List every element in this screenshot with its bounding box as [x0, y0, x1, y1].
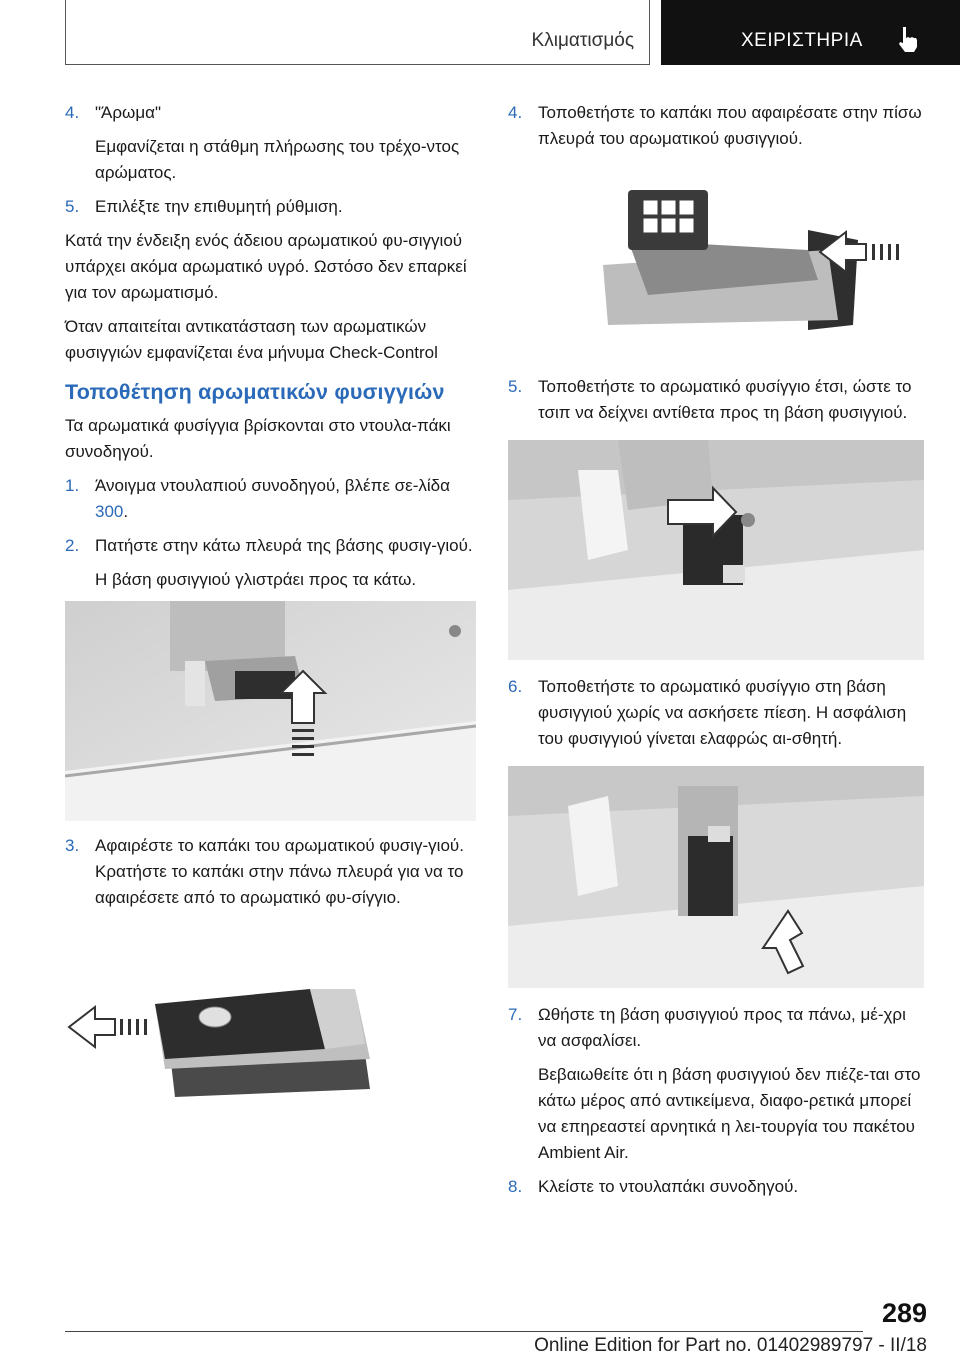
step-number: 5.	[508, 377, 523, 396]
step-text: Αφαιρέστε το καπάκι του αρωματικού φυσιγ…	[95, 836, 464, 907]
step-text: Τοποθετήστε το αρωματικό φυσίγγιο στη βά…	[538, 677, 907, 748]
step-note: Η βάση φυσιγγιού γλιστράει προς τα κάτω.	[95, 570, 417, 589]
step-2-press-holder: 2. Πατήστε στην κάτω πλευρά της βάσης φυ…	[65, 533, 480, 593]
step-3-remove-cap: 3. Αφαιρέστε το καπάκι του αρωματικού φυ…	[65, 833, 480, 911]
step-number: 4.	[65, 103, 80, 122]
step-text: Επιλέξτε την επιθυμητή ρύθμιση.	[95, 197, 343, 216]
glovebox-holder-photo	[65, 601, 476, 821]
push-holder-photo	[508, 766, 924, 988]
step-6-insert-holder: 6. Τοποθετήστε το αρωματικό φυσίγγιο στη…	[508, 674, 928, 752]
step-number: 1.	[65, 476, 80, 495]
step-number: 6.	[508, 677, 523, 696]
step-text: Κλείστε το ντουλαπάκι συνοδηγού.	[538, 1177, 799, 1196]
step-number: 8.	[508, 1177, 523, 1196]
step-text-end: .	[123, 502, 129, 521]
step-4-aroma: 4. "Άρωμα" Εμφανίζεται η στάθμη πλήρωσης…	[65, 100, 480, 186]
step-description: Εμφανίζεται η στάθμη πλήρωσης του τρέχο-…	[95, 137, 460, 182]
footer-edition: Online Edition for Part no. 01402989797 …	[534, 1335, 927, 1356]
step-text: Τοποθετήστε το καπάκι που αφαιρέσατε στη…	[538, 103, 922, 148]
step-5-select: 5. Επιλέξτε την επιθυμητή ρύθμιση.	[65, 194, 480, 220]
step-note: Βεβαιωθείτε ότι η βάση φυσιγγιού δεν πιέ…	[538, 1065, 921, 1162]
step-number: 5.	[65, 197, 80, 216]
header-manual-tab: ΧΕΙΡΙΣΤΗΡΙΑ	[661, 0, 960, 65]
paragraph-empty-cartridge: Κατά την ένδειξη ενός άδειου αρωματικού …	[65, 231, 467, 302]
left-column: 4. "Άρωμα" Εμφανίζεται η στάθμη πλήρωσης…	[65, 100, 480, 1109]
page-link[interactable]: 300	[95, 502, 124, 521]
step-7-push-up: 7. Ωθήστε τη βάση φυσιγγιού προς τα πάνω…	[508, 1002, 928, 1166]
step-8-close-glovebox: 8. Κλείστε το ντουλαπάκι συνοδηγού.	[508, 1174, 928, 1200]
header-manual-label: ΧΕΙΡΙΣΤΗΡΙΑ	[741, 30, 863, 51]
step-text: Ωθήστε τη βάση φυσιγγιού προς τα πάνω, μ…	[538, 1005, 906, 1050]
step-4-place-cap: 4. Τοποθετήστε το καπάκι που αφαιρέσατε …	[508, 100, 928, 152]
step-number: 7.	[508, 1005, 523, 1024]
paragraph-intro: Τα αρωματικά φυσίγγια βρίσκονται στο ντο…	[65, 416, 451, 461]
header-divider-middle	[649, 0, 650, 65]
step-number: 3.	[65, 836, 80, 855]
header-section-title: Κλιματισμός	[531, 30, 634, 51]
step-title: "Άρωμα"	[95, 103, 161, 122]
step-text: Τοποθετήστε το αρωματικό φυσίγγιο έτσι, …	[538, 377, 912, 422]
header-divider-bottom	[65, 64, 650, 65]
insert-cartridge-photo	[508, 440, 924, 660]
header-divider-left	[65, 0, 66, 65]
pointing-hand-icon	[899, 27, 917, 52]
step-number: 4.	[508, 103, 523, 122]
footer-divider	[65, 1331, 863, 1332]
step-text: Πατήστε στην κάτω πλευρά της βάσης φυσιγ…	[95, 536, 473, 555]
cap-back-illustration	[603, 190, 899, 330]
step-5-orient-cartridge: 5. Τοποθετήστε το αρωματικό φυσίγγιο έτσ…	[508, 374, 928, 426]
cartridge-cap-illustration	[67, 989, 370, 1097]
step-1-open-glovebox: 1. Άνοιγμα ντουλαπιού συνοδηγού, βλέπε σ…	[65, 473, 480, 525]
step-number: 2.	[65, 536, 80, 555]
section-heading: Τοποθέτηση αρωματικών φυσιγγιών	[65, 380, 445, 404]
paragraph-check-control: Όταν απαιτείται αντικατάσταση των αρωματ…	[65, 317, 438, 362]
page-number: 289	[881, 1298, 927, 1328]
right-column: 4. Τοποθετήστε το καπάκι που αφαιρέσατε …	[508, 100, 928, 1208]
step-text: Άνοιγμα ντουλαπιού συνοδηγού, βλέπε σε-λ…	[95, 476, 450, 495]
